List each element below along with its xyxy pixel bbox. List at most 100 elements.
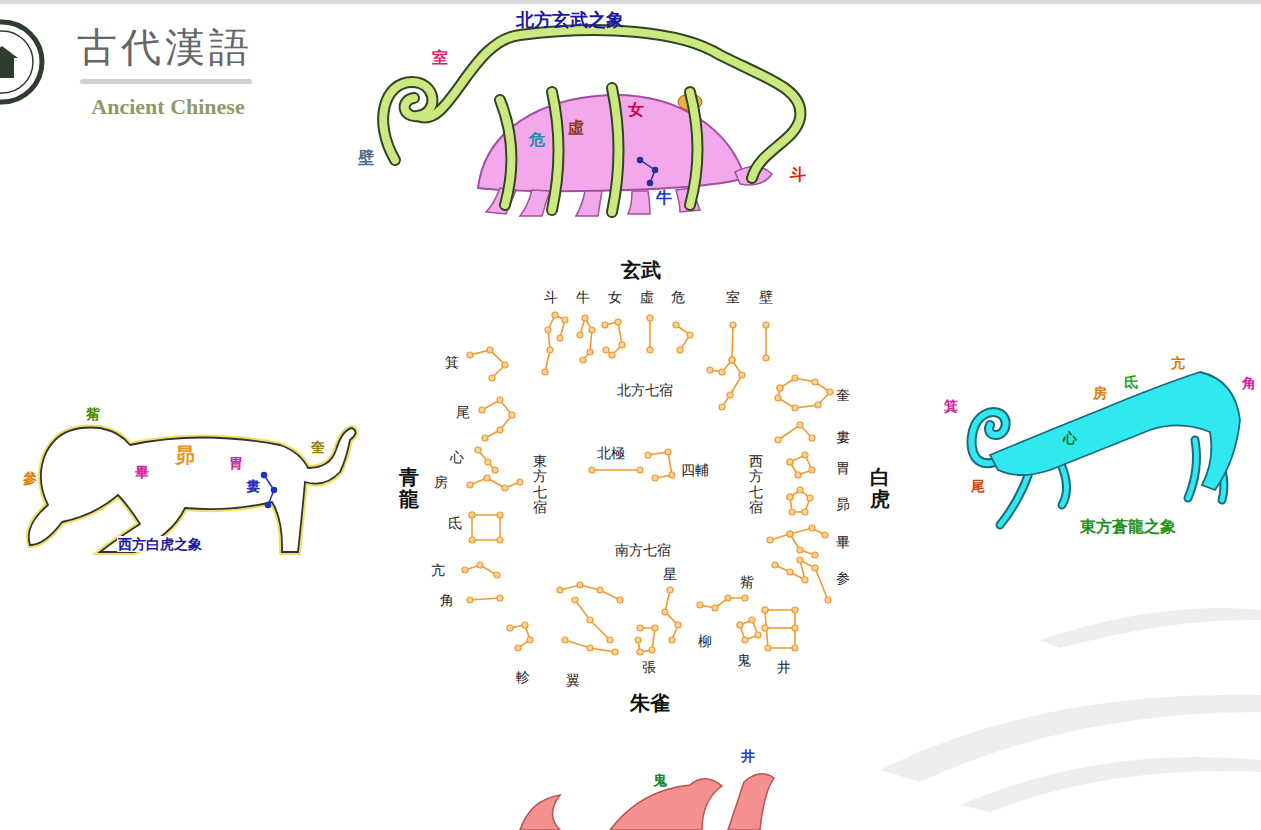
mansion-name: 牛 — [575, 289, 591, 305]
star-dot — [792, 607, 798, 613]
star-dot — [787, 459, 793, 465]
asterism-line — [778, 425, 812, 440]
star-name: 奎 — [310, 439, 326, 455]
star-dot — [775, 395, 781, 401]
star-dot — [792, 645, 798, 651]
star-dot — [809, 467, 815, 473]
mansion-name: 室 — [725, 289, 741, 305]
star-dot — [652, 625, 658, 631]
mansion-name: 畢 — [835, 534, 851, 550]
star-dot — [789, 509, 795, 515]
university-logo — [0, 22, 42, 102]
mansion-name: 氐 — [447, 515, 463, 531]
asterism-line — [470, 478, 520, 488]
star-dot — [767, 537, 773, 543]
star-name: 斗 — [789, 166, 807, 184]
asterism-line — [790, 534, 815, 555]
star-dot — [582, 315, 588, 321]
star-dot — [787, 494, 793, 500]
star-dot — [577, 332, 583, 338]
star-name: 昴 — [174, 444, 196, 467]
star-dot — [484, 475, 490, 481]
mansion-name: 危 — [670, 289, 686, 305]
mansion-name: 尾 — [455, 404, 471, 420]
mansion-name: 星 — [662, 566, 678, 582]
title-shadow — [80, 79, 252, 84]
star-dot — [547, 347, 553, 353]
mansion-name: 張 — [641, 659, 657, 675]
star-dot — [729, 357, 735, 363]
mansion-name: 翼 — [565, 672, 581, 688]
star-name: 參 — [22, 470, 38, 486]
star-dot — [727, 392, 733, 398]
asterism-line — [649, 318, 651, 350]
star-dot — [775, 437, 781, 443]
group-name: 北方七宿 — [616, 382, 674, 398]
direction-name: 白虎 — [869, 466, 891, 510]
star-dot — [475, 447, 481, 453]
star-dot — [825, 597, 831, 603]
star-dot — [602, 322, 608, 328]
star-dot — [603, 347, 609, 353]
turtle-snake-figure — [383, 30, 800, 216]
group-name: 東方七宿 — [532, 454, 548, 516]
star-dot — [665, 449, 671, 455]
mansion-name: 斗 — [543, 289, 559, 305]
logo-title: 古代漢語 — [76, 25, 254, 71]
star-dot — [792, 405, 798, 411]
star-dot — [647, 315, 653, 321]
mansion-name: 婁 — [835, 429, 851, 445]
direction-name: 青龍 — [398, 466, 420, 510]
star-dot — [637, 649, 643, 655]
star-dot — [787, 459, 793, 465]
star-dot — [812, 565, 818, 571]
star-dot — [802, 452, 808, 458]
star-dot — [712, 605, 718, 611]
star-dot — [497, 537, 503, 543]
star-dot — [742, 595, 748, 601]
star-dot — [557, 335, 563, 341]
star-dot — [669, 472, 675, 478]
star-dot — [719, 369, 725, 375]
star-dot — [677, 347, 683, 353]
star-dot — [737, 622, 743, 628]
star-dot — [517, 479, 523, 485]
asterism-line — [775, 560, 828, 600]
star-dot — [479, 407, 485, 413]
asterism-line — [790, 455, 812, 475]
star-dot — [729, 357, 735, 363]
star-dot — [562, 637, 568, 643]
star-dot — [792, 375, 798, 381]
mansion-name: 壁 — [758, 289, 774, 305]
star-dot — [502, 485, 508, 491]
group-name: 南方七宿 — [614, 542, 672, 558]
star-dot — [649, 647, 655, 653]
mansion-name: 昴 — [835, 496, 851, 512]
star-dot — [597, 587, 603, 593]
star-name: 觜 — [85, 406, 101, 422]
asterism-line — [765, 627, 795, 629]
star-dot — [552, 312, 558, 318]
star-name: 尾 — [970, 478, 986, 494]
mansion-name: 軫 — [515, 669, 531, 685]
star-name: 壁 — [357, 149, 375, 167]
star-dot — [652, 475, 658, 481]
star-dot — [787, 569, 793, 575]
star-name: 室 — [431, 49, 449, 67]
star-dot — [492, 467, 498, 473]
direction-name: 玄武 — [620, 259, 662, 282]
star-dot — [687, 332, 693, 338]
star-dot — [707, 367, 713, 373]
star-name: 牛 — [655, 189, 673, 207]
star-dot — [489, 375, 495, 381]
asterism-line — [580, 318, 592, 360]
asterism-line — [722, 360, 742, 407]
star-dot — [619, 342, 625, 348]
star-dot — [815, 402, 821, 408]
mansion-name: 参 — [835, 570, 851, 586]
star-dot — [797, 487, 803, 493]
star-dot — [719, 404, 725, 410]
star-dot — [737, 622, 743, 628]
asterism-line — [575, 600, 610, 640]
